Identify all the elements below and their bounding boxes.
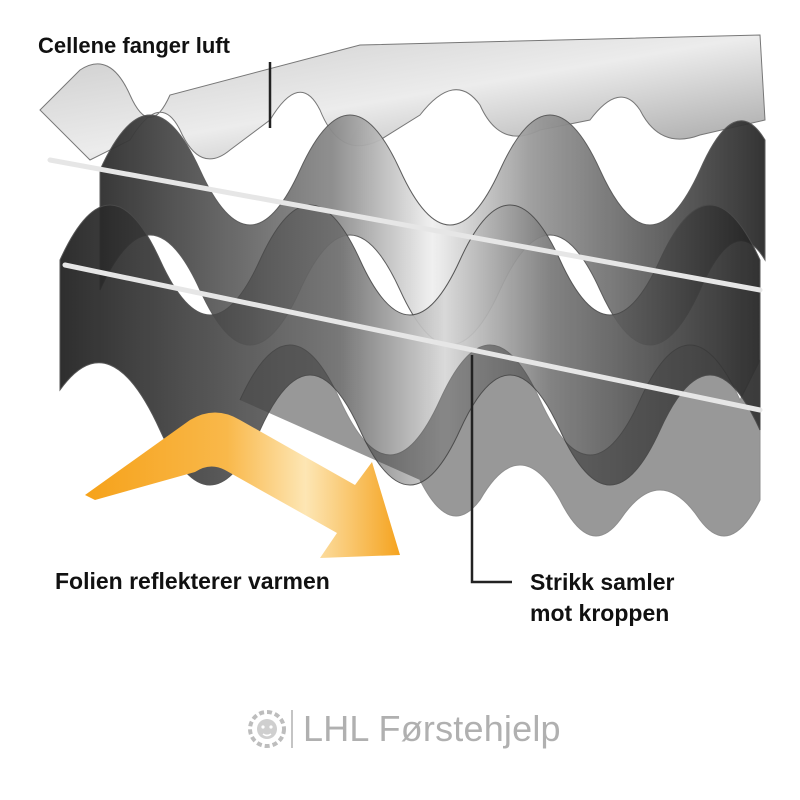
logo-separator [291, 710, 293, 748]
elastic-strap-label-line-1: Strikk samler [530, 569, 675, 595]
elastic-strap-label: Strikk samler mot kroppen [530, 567, 674, 629]
leader-line-strap [470, 355, 512, 584]
foil-wave-row-3 [239, 344, 761, 537]
foil-reflects-heat-label: Folien reflekterer varmen [55, 568, 330, 594]
top-foil-sheet [39, 34, 766, 161]
brand-name: LHL Førstehjelp [303, 708, 561, 749]
elastic-strap-label-line-2: mot kroppen [530, 600, 670, 626]
lion-head-icon [248, 710, 286, 748]
cells-trap-air-label: Cellene fanger luft [38, 33, 230, 58]
heat-reflection-arrow [85, 412, 400, 558]
brand-logo: LHL Førstehjelp [245, 707, 561, 751]
elastic-strands [47, 157, 763, 413]
